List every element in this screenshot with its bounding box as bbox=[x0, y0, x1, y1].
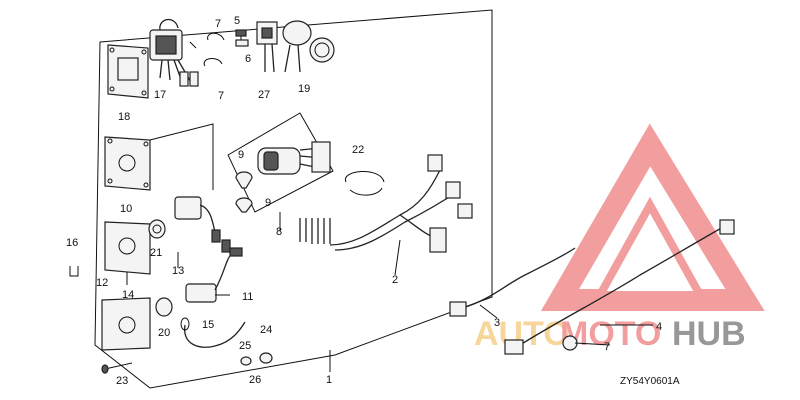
callout-17: 17 bbox=[154, 89, 166, 101]
panel-plate-12 bbox=[101, 297, 151, 351]
callout-2: 2 bbox=[392, 274, 398, 286]
watermark-logo: AUTO MOTO HUB bbox=[474, 123, 765, 353]
callout-11: 11 bbox=[242, 291, 253, 303]
callout-25: 25 bbox=[239, 340, 251, 352]
callout-15: 15 bbox=[202, 319, 214, 331]
ring-terminal-7 bbox=[562, 335, 578, 351]
callout-7c: 7 bbox=[604, 341, 610, 353]
callout-19: 19 bbox=[298, 83, 310, 95]
switch-17 bbox=[149, 18, 199, 87]
callout-7a: 7 bbox=[215, 18, 221, 30]
nut-24 bbox=[259, 352, 273, 364]
watermark-text-hub: HUB bbox=[672, 315, 746, 353]
callout-26: 26 bbox=[249, 374, 261, 386]
callout-10: 10 bbox=[120, 203, 132, 215]
button-19 bbox=[282, 20, 335, 73]
callout-5: 5 bbox=[234, 15, 240, 27]
switch-11 bbox=[185, 247, 243, 303]
extension-harness-3 bbox=[449, 247, 576, 317]
callout-22: 22 bbox=[352, 144, 364, 156]
screw-23 bbox=[101, 362, 133, 374]
bracket-8-connectors bbox=[299, 218, 331, 244]
callout-labels: 7 5 6 17 7 27 19 18 9 22 10 9 8 16 21 13… bbox=[66, 15, 680, 387]
callout-13: 13 bbox=[172, 265, 184, 277]
callout-24: 24 bbox=[260, 324, 272, 336]
ignition-group-frame bbox=[227, 112, 334, 213]
panel-plate-18 bbox=[107, 44, 149, 99]
callout-6: 6 bbox=[245, 53, 251, 65]
callout-16: 16 bbox=[66, 237, 78, 249]
callout-12: 12 bbox=[96, 277, 108, 289]
callout-9a: 9 bbox=[238, 149, 244, 161]
callout-23: 23 bbox=[116, 375, 128, 387]
panel-plate-14 bbox=[104, 221, 151, 275]
callout-8: 8 bbox=[276, 226, 282, 238]
callout-1: 1 bbox=[326, 374, 332, 386]
callout-4: 4 bbox=[656, 321, 662, 333]
panel-plate-10 bbox=[104, 136, 151, 191]
callout-20: 20 bbox=[158, 327, 170, 339]
clips-7 bbox=[189, 32, 225, 67]
leader-lines bbox=[126, 212, 653, 372]
diagram-code: ZY54Y0601A bbox=[620, 376, 680, 387]
callout-21: 21 bbox=[150, 247, 162, 259]
kit-frame bbox=[94, 9, 493, 389]
callout-27: 27 bbox=[258, 89, 270, 101]
key-9b bbox=[235, 197, 253, 213]
nut-20 bbox=[155, 297, 173, 317]
nut-21 bbox=[148, 219, 166, 239]
callout-3: 3 bbox=[494, 317, 500, 329]
clamp-22 bbox=[345, 170, 385, 196]
pin-6 bbox=[235, 39, 249, 47]
main-harness-2 bbox=[329, 154, 473, 253]
callout-7b: 7 bbox=[218, 90, 224, 102]
callout-14: 14 bbox=[122, 289, 134, 301]
callout-18: 18 bbox=[118, 111, 130, 123]
lead-wire-15 bbox=[180, 317, 246, 348]
switch-13 bbox=[174, 196, 231, 253]
callout-9b: 9 bbox=[265, 197, 271, 209]
key-9a bbox=[235, 171, 253, 189]
watermark-text-moto: MOTO bbox=[560, 315, 661, 353]
clip-16 bbox=[69, 266, 79, 277]
socket-27 bbox=[256, 21, 278, 73]
ignition-switch bbox=[257, 141, 331, 175]
washer-25 bbox=[240, 356, 252, 366]
extension-harness-4 bbox=[504, 219, 735, 355]
